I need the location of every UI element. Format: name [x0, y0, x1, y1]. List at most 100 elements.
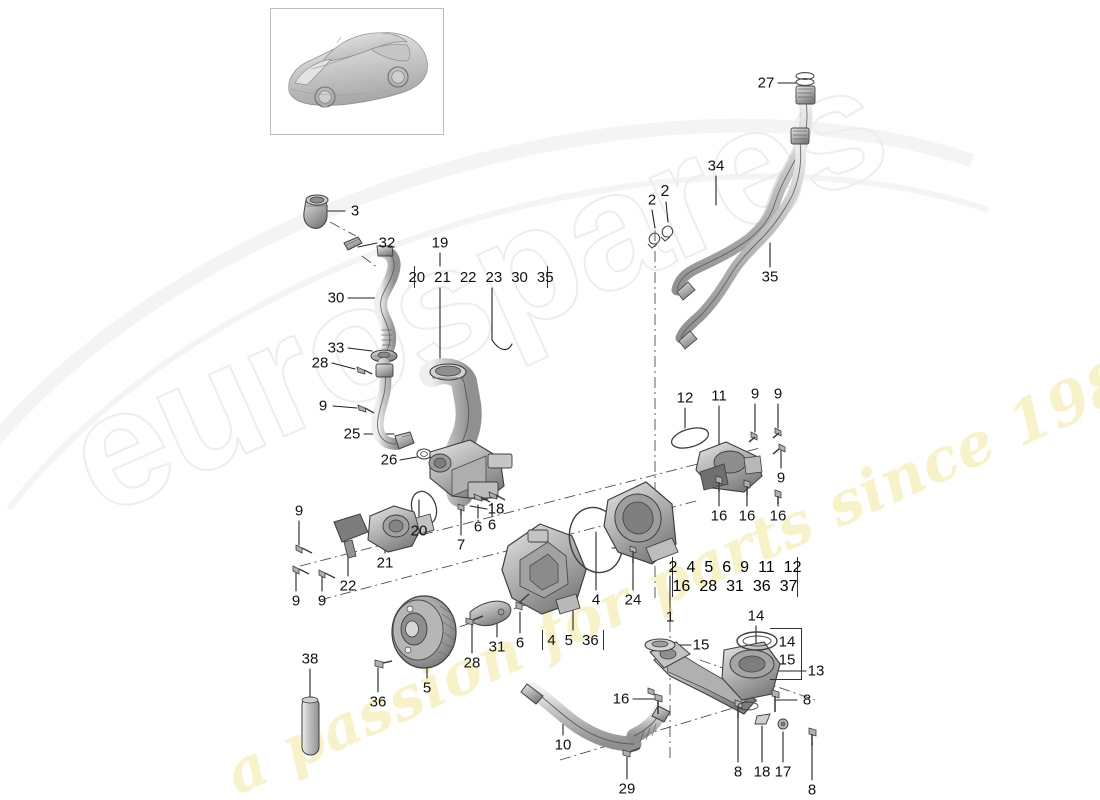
bolt-9-c: [292, 565, 310, 575]
group-19-item-3: 23: [485, 268, 503, 286]
callout-12: 12: [676, 389, 694, 407]
callout-35: 35: [761, 268, 779, 286]
group-box-37: 4 5 36: [542, 630, 604, 650]
bolt-28-a: [356, 366, 373, 375]
sensor-22: [333, 513, 369, 559]
clamp-2-a: [647, 232, 661, 249]
hose-35-end: [678, 330, 698, 350]
group-1-r0-3: 6: [722, 558, 732, 576]
valve-11: [695, 441, 763, 493]
coolant-crossover-13: [649, 641, 781, 715]
bolt-6-a: [473, 493, 491, 503]
callout-9-g: 9: [317, 592, 327, 610]
callout-9-c: 9: [773, 385, 783, 403]
bolt-7: [457, 503, 465, 515]
bolt-16-b: [743, 479, 751, 496]
hose-30: [374, 245, 401, 359]
bolt-6-b: [488, 491, 506, 501]
callout-14-a: 14: [747, 607, 765, 625]
callout-27: 27: [757, 74, 775, 92]
hose-34-end: [676, 281, 696, 301]
callout-2-a: 2: [647, 191, 657, 209]
callout-3: 3: [350, 202, 360, 220]
o-ring-12: [670, 427, 710, 449]
callout-16-b: 16: [738, 507, 756, 525]
group-1-r1-4: 37: [779, 577, 798, 595]
callout-36: 36: [369, 693, 387, 711]
bolt-9-a: [357, 404, 375, 414]
callout-15-b: 15: [778, 651, 796, 669]
group-1-r0-0: 2: [668, 558, 678, 576]
callout-7: 7: [456, 536, 466, 554]
hose-25-collar: [375, 363, 394, 378]
bracket-31: [469, 600, 512, 627]
seal-26: [416, 448, 432, 460]
callout-8-b: 8: [733, 763, 743, 781]
group-1-r0-4: 9: [740, 558, 750, 576]
callout-16-d: 16: [612, 690, 630, 708]
group-37-item-1: 5: [564, 631, 573, 649]
hose-30-top-fitting: [376, 245, 394, 257]
thermostat-21: [367, 505, 435, 553]
callout-2-b: 2: [660, 183, 670, 200]
callout-6-a: 6: [473, 518, 483, 536]
callout-8-a: 8: [802, 691, 812, 709]
callout-19: 19: [431, 234, 449, 252]
callout-32: 32: [378, 234, 396, 252]
callout-18-a: 18: [487, 500, 505, 518]
callout-17: 17: [774, 763, 792, 781]
group-1-r1-0: 16: [672, 577, 691, 595]
car-illustration: [288, 32, 428, 108]
callout-4-a: 4: [591, 591, 601, 609]
bolt-6-c: [515, 593, 530, 611]
water-pump-4: [501, 523, 587, 615]
callout-18-b: 18: [753, 763, 771, 781]
bolt-29: [622, 747, 641, 758]
vehicle-thumbnail: [270, 8, 444, 135]
callout-13: 13: [807, 662, 825, 680]
pump-housing-right: [603, 481, 679, 565]
bolt-9-f: [772, 427, 782, 439]
callout-34: 34: [707, 157, 725, 175]
group-box-1: 2 4 5 6 9 11 12 16 28 31 36 37: [668, 557, 801, 597]
bolt-8-a: [771, 689, 780, 712]
bolt-8-b: [734, 699, 743, 718]
callout-29: 29: [618, 780, 636, 798]
callout-6-b: 6: [487, 516, 497, 534]
callout-10: 10: [554, 736, 572, 754]
callout-24: 24: [624, 591, 642, 609]
bolt-16-d: [654, 693, 663, 714]
hose-34-connector: [795, 85, 816, 105]
gasket-14: [736, 631, 778, 651]
group-box-13-bracket: [770, 628, 802, 680]
callout-28-b: 28: [463, 654, 481, 672]
seal-ring-27: [795, 72, 815, 86]
callout-11: 11: [711, 387, 727, 405]
bolt-16-a: [715, 475, 723, 492]
callout-33: 33: [327, 339, 345, 357]
pipe-10: [520, 682, 671, 752]
callout-22: 22: [339, 577, 357, 595]
callout-5: 5: [422, 679, 432, 697]
callout-9-e: 9: [294, 502, 304, 520]
gasket-15-b: [737, 701, 759, 711]
callout-14-b: 14: [778, 633, 796, 651]
callout-31: 31: [488, 638, 506, 656]
callout-9-d: 9: [776, 469, 786, 487]
callout-15-a: 15: [692, 636, 710, 654]
bolt-16-c: [774, 489, 782, 504]
bolt-9-g: [772, 443, 786, 455]
washer-18: [754, 713, 771, 725]
group-box-19: 20 21 22 23 30 35: [408, 266, 554, 288]
clamp-2-b: [660, 225, 674, 242]
bolt-24: [629, 545, 637, 563]
callout-16-c: 16: [769, 507, 787, 525]
bolt-28-b: [465, 615, 484, 626]
clip-32: [343, 236, 363, 251]
bolt-16-e: [647, 687, 655, 696]
callout-8-c: 8: [807, 781, 817, 799]
callout-16-a: 16: [710, 507, 728, 525]
callout-30: 30: [327, 289, 345, 307]
hose-25-end: [394, 431, 415, 450]
